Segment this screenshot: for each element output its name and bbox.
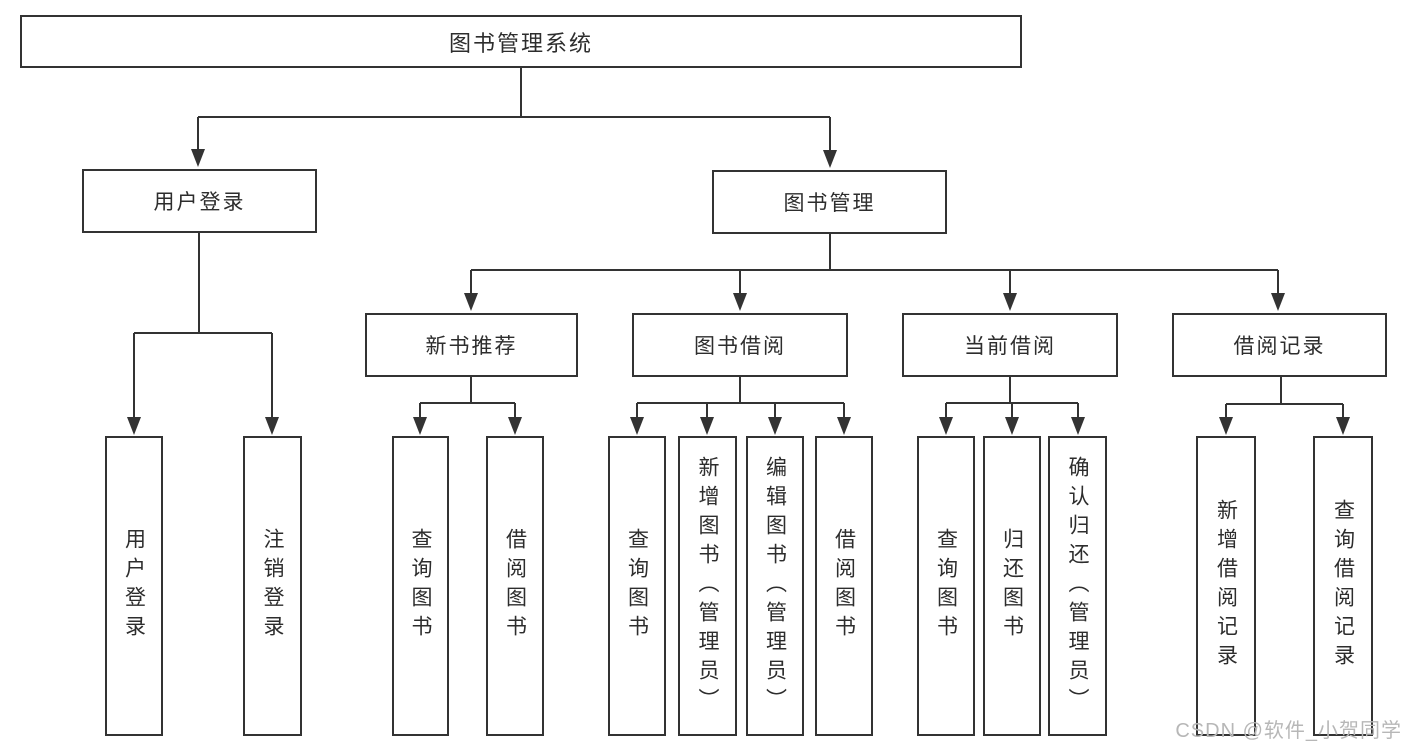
node-label: 新增图书（管理员） (696, 455, 719, 717)
node-label: 查询图书 (625, 528, 649, 644)
node-leaf-cb-return-books: 归还图书 (983, 436, 1041, 736)
node-new-book-recommend: 新书推荐 (365, 313, 578, 377)
node-leaf-br-query-record: 查询借阅记录 (1313, 436, 1373, 736)
node-label: 新增借阅记录 (1214, 499, 1238, 673)
arrowheads (127, 149, 1350, 435)
node-label: 归还图书 (1000, 528, 1024, 644)
node-label: 新书推荐 (425, 335, 518, 358)
node-label: 当前借阅 (964, 335, 1056, 358)
node-label: 借阅图书 (832, 528, 856, 644)
node-label: 查询图书 (409, 528, 432, 644)
node-library-management-system: 图书管理系统 (20, 15, 1022, 68)
node-leaf-user-login: 用户登录 (105, 436, 163, 736)
node-leaf-bb-query-books: 查询图书 (608, 436, 666, 736)
csdn-watermark: CSDN @软件_小贺同学 (1175, 720, 1402, 742)
node-book-management: 图书管理 (712, 170, 947, 234)
node-label: 图书借阅 (694, 335, 786, 358)
node-label: 注销登录 (261, 528, 284, 644)
node-leaf-bb-edit-books-admin: 编辑图书（管理员） (746, 436, 804, 736)
node-leaf-br-add-record: 新增借阅记录 (1196, 436, 1256, 736)
node-leaf-nbr-query-books: 查询图书 (392, 436, 449, 736)
node-leaf-cb-confirm-return-admin: 确认归还（管理员） (1048, 436, 1107, 736)
node-label: 借阅记录 (1233, 335, 1326, 358)
node-label: 编辑图书（管理员） (763, 455, 787, 717)
node-borrow-records: 借阅记录 (1172, 313, 1387, 377)
node-leaf-cb-query-books: 查询图书 (917, 436, 975, 736)
node-label: 图书管理 (783, 192, 876, 215)
node-leaf-bb-add-books-admin: 新增图书（管理员） (678, 436, 737, 736)
node-label: 查询图书 (934, 528, 958, 644)
node-label: 用户登录 (122, 528, 146, 644)
node-current-borrow: 当前借阅 (902, 313, 1118, 377)
node-leaf-logout: 注销登录 (243, 436, 302, 736)
node-leaf-nbr-borrow-books: 借阅图书 (486, 436, 544, 736)
node-user-login: 用户登录 (82, 169, 317, 233)
node-leaf-bb-borrow-books: 借阅图书 (815, 436, 873, 736)
node-label: 图书管理系统 (448, 30, 593, 56)
node-label: 用户登录 (153, 191, 246, 214)
node-book-borrow: 图书借阅 (632, 313, 848, 377)
node-label: 查询借阅记录 (1331, 499, 1355, 673)
node-label: 确认归还（管理员） (1066, 455, 1089, 717)
node-label: 借阅图书 (503, 528, 527, 644)
